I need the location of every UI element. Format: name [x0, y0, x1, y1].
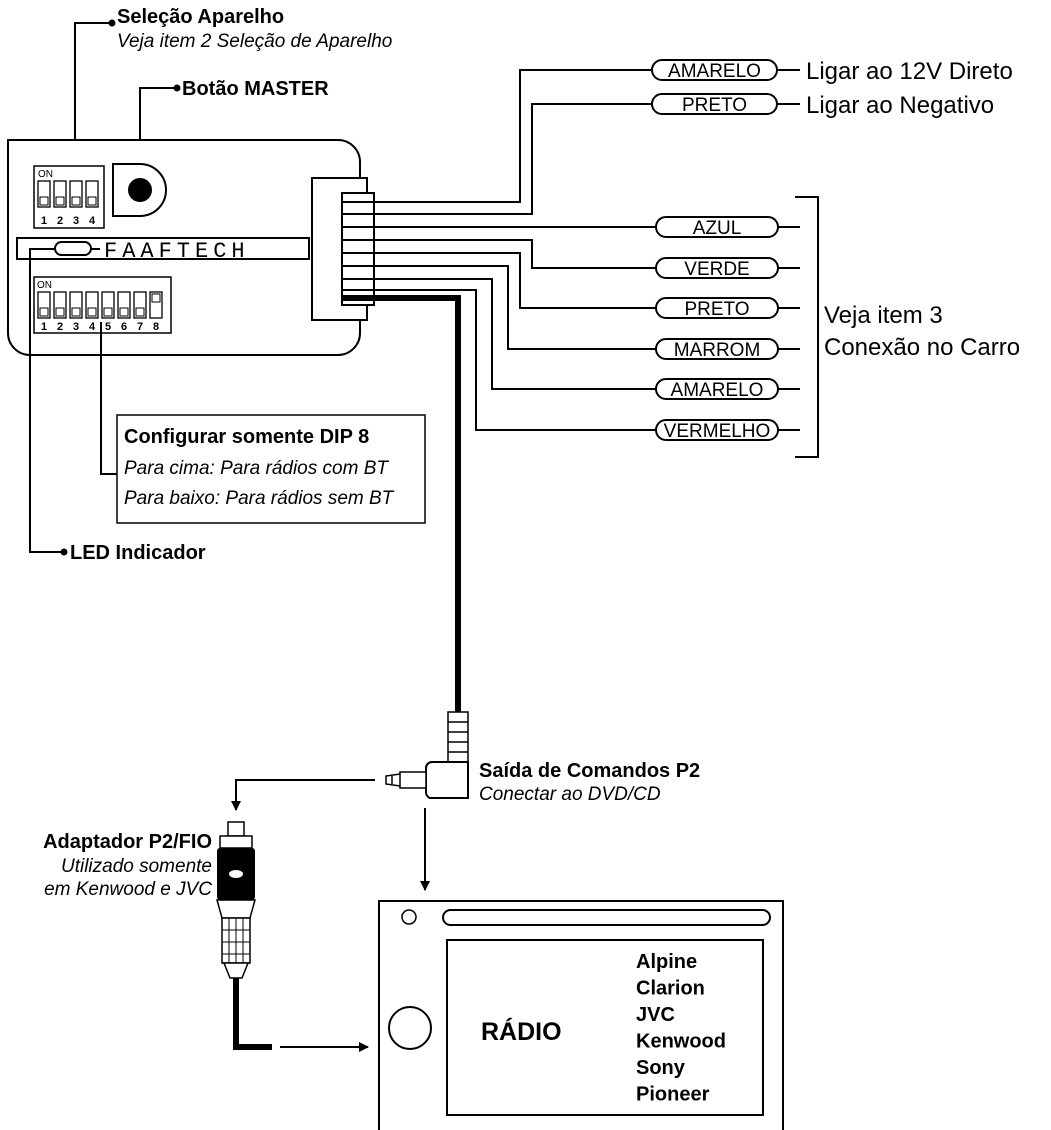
dip8-on-label: ON	[37, 280, 52, 291]
car-wire	[342, 252, 656, 309]
dip-key-number: 7	[137, 321, 143, 333]
radio-unit	[378, 900, 784, 1130]
power-wire-label: AMARELO	[668, 61, 761, 82]
dip-key-lever	[55, 196, 65, 206]
car-wire-label: PRETO	[684, 299, 749, 320]
car-wire	[342, 239, 656, 269]
dip-key-lever	[103, 307, 113, 317]
dip8-callout-box	[116, 414, 426, 524]
car-wire-label: MARROM	[674, 340, 761, 361]
arrow-to-adapter	[231, 779, 375, 811]
saida-subtitle: Conectar ao DVD/CD	[479, 784, 661, 805]
adapter-cable	[233, 978, 272, 1050]
selecao-title: Seleção Aparelho	[117, 6, 284, 28]
led-indicator	[54, 241, 92, 256]
dip-key-lever	[87, 307, 97, 317]
car-wires-bracket	[795, 196, 819, 458]
dip-key-lever	[119, 307, 129, 317]
car-wire	[342, 278, 656, 390]
power-wire-description: Ligar ao 12V Direto	[806, 58, 1013, 85]
dip8-leader	[100, 322, 117, 475]
adapter-p2-fio	[216, 821, 256, 979]
dip4-on-label: ON	[38, 169, 53, 180]
radio-brand: JVC	[636, 1004, 675, 1026]
dip-key-lever	[71, 196, 81, 206]
car-wire-label: AMARELO	[671, 380, 764, 401]
dip-key-number: 1	[41, 321, 47, 333]
selecao-subtitle: Veja item 2 Seleção de Aparelho	[117, 31, 392, 52]
dip-key-number: 2	[57, 321, 63, 333]
radio-brand: Kenwood	[636, 1031, 726, 1053]
radio-brand: Sony	[636, 1057, 686, 1079]
car-note-line1: Veja item 3	[824, 302, 943, 329]
power-wire	[342, 103, 652, 215]
dip-key-lever	[71, 307, 81, 317]
adaptador-title: Adaptador P2/FIO	[43, 831, 212, 853]
car-wire-label: VERDE	[684, 259, 749, 280]
dip-key-number: 4	[89, 321, 96, 333]
dip-key-number: 5	[105, 321, 111, 333]
car-wire-label: VERMELHO	[664, 421, 771, 442]
radio-brand: Alpine	[636, 951, 697, 973]
car-wire	[342, 289, 656, 431]
dip-key-lever	[151, 293, 161, 303]
dip-key-lever	[135, 307, 145, 317]
dip-key-lever	[87, 196, 97, 206]
radio-brand: Clarion	[636, 978, 705, 1000]
master-button[interactable]	[112, 163, 167, 217]
dip-key-number: 6	[121, 321, 127, 333]
car-wire	[342, 265, 656, 350]
dip-key-lever	[55, 307, 65, 317]
led-leader	[29, 248, 62, 553]
radio-brand: Pioneer	[636, 1084, 710, 1106]
power-wire-description: Ligar ao Negativo	[806, 92, 994, 119]
dip-key-lever	[39, 196, 49, 206]
saida-title: Saída de Comandos P2	[479, 760, 700, 782]
dip-key-number: 1	[41, 215, 47, 227]
adaptador-sub1: Utilizado somente	[61, 856, 212, 877]
power-wire	[342, 69, 652, 203]
dip-key-number: 3	[73, 321, 79, 333]
dip8-callout-line2: Para baixo: Para rádios sem BT	[124, 488, 395, 509]
car-wire-label: AZUL	[693, 218, 742, 239]
dip-key-number: 2	[57, 215, 63, 227]
dip8-callout-line1: Para cima: Para rádios com BT	[124, 458, 389, 479]
p2-jack	[385, 711, 469, 799]
botao-master-label: Botão MASTER	[182, 78, 329, 100]
dip-key-number: 8	[153, 321, 159, 333]
p2-cable	[342, 295, 461, 712]
brand-logo: FAAFTECH	[104, 239, 250, 264]
radio-label: RÁDIO	[481, 1017, 562, 1046]
power-wire-label: PRETO	[682, 95, 747, 116]
car-note-line2: Conexão no Carro	[824, 334, 1020, 361]
dip8-callout-title: Configurar somente DIP 8	[124, 426, 369, 448]
dip-key-number: 4	[89, 215, 96, 227]
dip-key-number: 3	[73, 215, 79, 227]
dip-key-lever	[39, 307, 49, 317]
adaptador-sub2: em Kenwood e JVC	[44, 879, 212, 900]
led-indicador-label: LED Indicador	[70, 542, 206, 564]
